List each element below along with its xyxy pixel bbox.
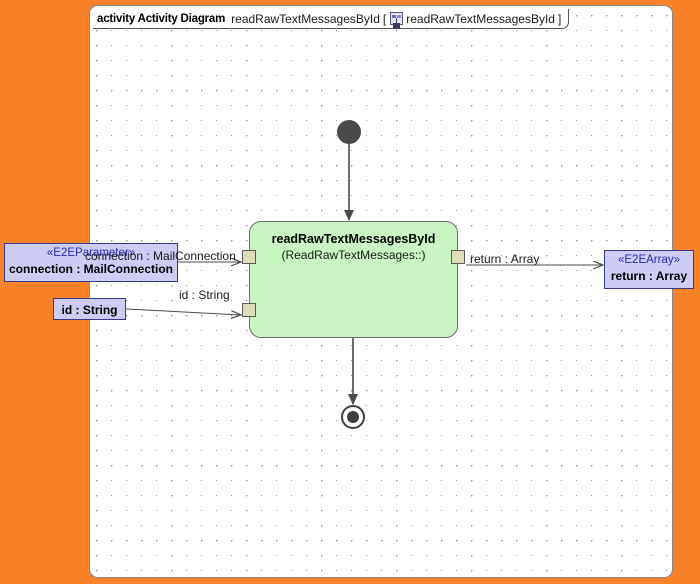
bracket-close-label: ] xyxy=(557,11,562,26)
bracket-open-label: [ xyxy=(382,11,387,26)
action-node-name: readRawTextMessagesById xyxy=(271,232,436,246)
input-pin-connection[interactable] xyxy=(242,250,256,264)
parameter-stereotype-connection: «E2EParameter» xyxy=(46,247,136,259)
parameter-node-return[interactable]: «E2EArray» return : Array xyxy=(604,250,694,289)
parameter-label-id: id : String xyxy=(61,303,118,317)
activity-diagram-frame[interactable]: activity Activity Diagram readRawTextMes… xyxy=(89,5,673,578)
diagram-kind-label: activity Activity Diagram xyxy=(97,12,226,25)
initial-node[interactable] xyxy=(337,120,361,144)
parameter-label-return: return : Array xyxy=(610,269,688,283)
operation-icon xyxy=(390,12,404,25)
parameter-label-connection: connection : MailConnection xyxy=(9,262,173,276)
diagram-name-label: readRawTextMessagesById xyxy=(231,11,380,26)
activity-final-node[interactable] xyxy=(341,405,365,429)
input-pin-id[interactable] xyxy=(242,303,256,317)
action-node[interactable]: readRawTextMessagesById (ReadRawTextMess… xyxy=(249,221,458,338)
edge-label-return: return : Array xyxy=(470,252,540,266)
diagram-frame-header[interactable]: activity Activity Diagram readRawTextMes… xyxy=(93,9,570,29)
parameter-node-connection[interactable]: «E2EParameter» connection : MailConnecti… xyxy=(4,243,178,282)
parameter-stereotype-return: «E2EArray» xyxy=(617,254,680,266)
operation-name-label: readRawTextMessagesById xyxy=(406,11,555,26)
edge-label-id: id : String xyxy=(179,288,230,302)
output-pin-return[interactable] xyxy=(451,250,465,264)
parameter-node-id[interactable]: id : String xyxy=(53,298,126,320)
edge-label-connection: connection : MailConnection xyxy=(85,249,236,263)
action-node-qualifier: (ReadRawTextMessages::) xyxy=(281,248,426,262)
